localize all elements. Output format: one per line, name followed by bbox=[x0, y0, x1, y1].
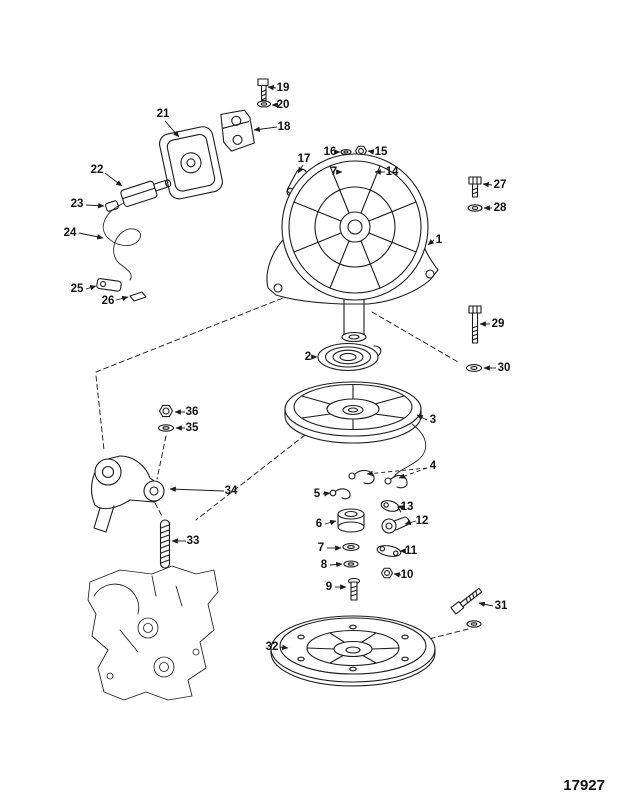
part-10-nut bbox=[380, 567, 394, 579]
drawing-number: 17927 bbox=[563, 777, 605, 794]
part-20-washer bbox=[256, 100, 272, 108]
part-1-starter-housing bbox=[266, 153, 439, 343]
part-6-spool bbox=[337, 508, 365, 533]
part-18-bracket bbox=[220, 109, 255, 152]
part-5-spring-clip bbox=[329, 488, 351, 500]
part-30-washer bbox=[465, 364, 483, 372]
part-25-clamp bbox=[96, 278, 122, 292]
alignment-dashed-lines bbox=[95, 291, 469, 643]
part-24-cable bbox=[102, 202, 141, 281]
part-31-bolt bbox=[450, 587, 483, 628]
engine-block-outline bbox=[87, 565, 219, 701]
part-34-bracket bbox=[91, 455, 165, 533]
part-36-nut bbox=[158, 404, 174, 418]
part-27-bolt bbox=[468, 176, 482, 198]
part-11-lever bbox=[376, 545, 402, 557]
starter-rope-curve bbox=[393, 423, 427, 478]
part-8-washer bbox=[343, 560, 359, 568]
part-12-cam bbox=[381, 516, 410, 534]
part-21-plate bbox=[159, 126, 223, 200]
part-33-stud bbox=[159, 519, 171, 569]
part-22-switch bbox=[120, 179, 172, 207]
callout-leader-lines bbox=[78, 85, 496, 650]
part-29-bolt bbox=[468, 305, 482, 344]
part-9-bolt bbox=[347, 577, 361, 601]
part-3-sheave-pulley bbox=[284, 381, 422, 444]
part-32-flywheel-cup bbox=[270, 615, 436, 687]
part-35-washer bbox=[157, 424, 175, 432]
part-19-bolt bbox=[257, 78, 269, 102]
part-28-washer bbox=[467, 204, 483, 212]
part-4-pawl-springs bbox=[348, 469, 408, 489]
part-2-recoil-spring bbox=[317, 342, 382, 372]
part-16-washer bbox=[340, 149, 352, 155]
part-7-washer-lower bbox=[342, 543, 360, 551]
part-26-clip bbox=[129, 291, 147, 302]
